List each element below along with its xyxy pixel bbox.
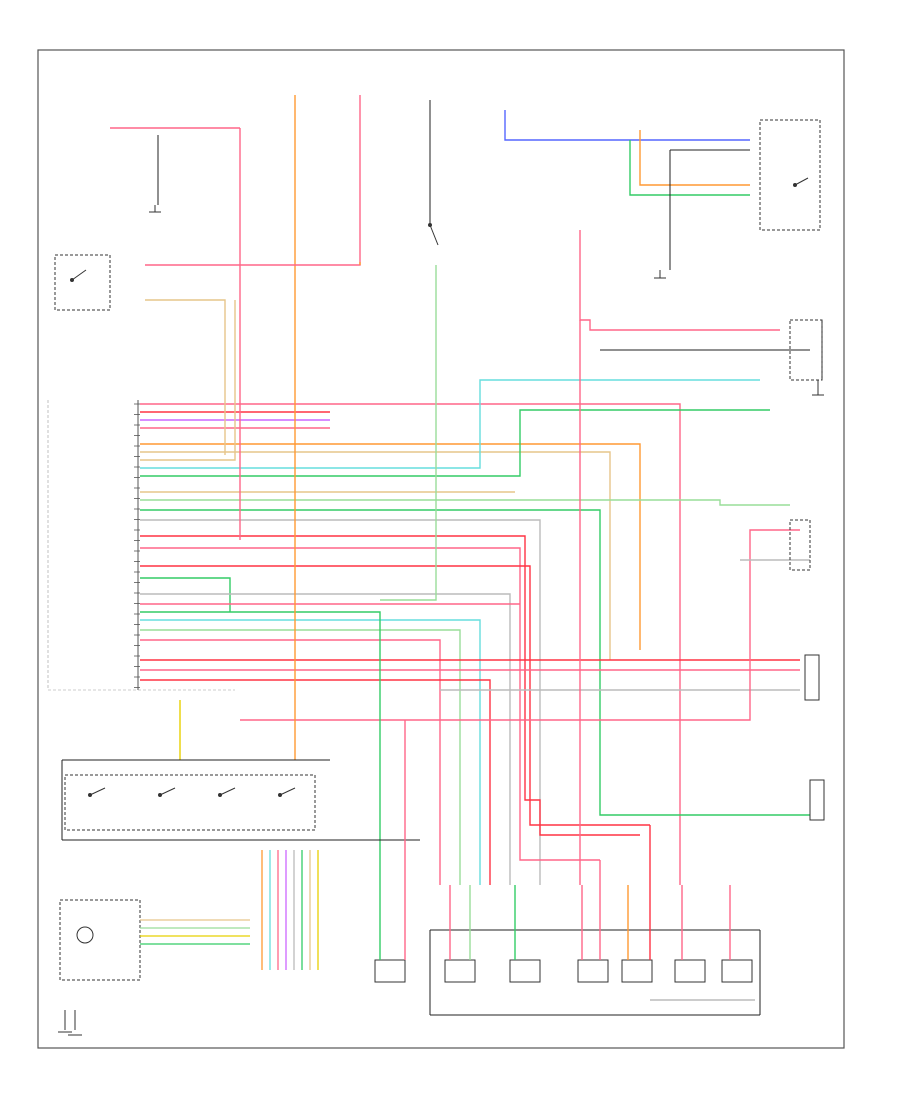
shift-solenoid-3-box	[721, 959, 753, 983]
wire-orange-relay	[639, 130, 750, 186]
wire-pink-1	[140, 403, 681, 885]
wire-lightgreen-1	[140, 499, 790, 506]
aux-wires	[61, 100, 823, 1016]
top-feeds	[110, 95, 780, 885]
tr-sensor-box	[54, 254, 111, 311]
diagram-frame	[37, 49, 845, 1049]
wire-pink-7	[240, 529, 800, 721]
wire-pink-3	[140, 547, 600, 861]
wire-lightgreen-2	[140, 629, 461, 885]
solenoid-drops	[379, 720, 731, 960]
right-connector-b	[809, 779, 825, 821]
wire-red-3	[140, 565, 650, 826]
wire-cyan-1	[140, 379, 760, 469]
wire-green-4	[140, 611, 381, 885]
wire-cyan-2	[140, 619, 481, 885]
wire-orange-1	[140, 443, 641, 650]
shift-solenoid-2-box	[674, 959, 706, 983]
shift-solenoid-1-box	[621, 959, 653, 983]
wire-pink-feed	[145, 95, 361, 266]
right-connector-a	[804, 654, 820, 701]
wire-pink-5	[140, 639, 441, 885]
right-relay-box	[789, 319, 823, 381]
right-connector-c	[789, 519, 811, 571]
overdrive-switch-box	[59, 899, 141, 981]
switch-bank-wires	[140, 850, 319, 970]
wire-tan-short	[145, 299, 226, 455]
pcm-connector	[47, 400, 235, 691]
tft-sensor-box	[444, 959, 476, 983]
components	[54, 119, 825, 983]
wire-green-2	[140, 509, 810, 816]
wire-gray-1	[140, 519, 541, 885]
switch-bank-box	[64, 774, 316, 831]
pcm-pin-rows	[134, 403, 140, 688]
relay-box	[759, 119, 821, 231]
wire-green-3	[140, 577, 231, 612]
turbine-speed-sensor-box	[374, 959, 406, 983]
wire-gray-2	[140, 593, 511, 885]
wire-blue-feed	[504, 110, 750, 141]
wire-green-1	[140, 409, 770, 477]
wire-tan-1	[140, 451, 611, 660]
wire-red-2	[140, 535, 640, 836]
harness-wires	[140, 300, 810, 885]
switch-symbols	[70, 177, 809, 944]
wire-red-5	[140, 679, 491, 885]
epc-solenoid-box	[577, 959, 609, 983]
ground-symbols	[58, 205, 824, 1036]
wire-green-relay	[629, 140, 750, 196]
tcc-solenoid-box	[509, 959, 541, 983]
wire-tan-2	[140, 300, 236, 461]
wire-green-feed	[380, 265, 437, 601]
wire-pink-relay	[579, 230, 780, 331]
